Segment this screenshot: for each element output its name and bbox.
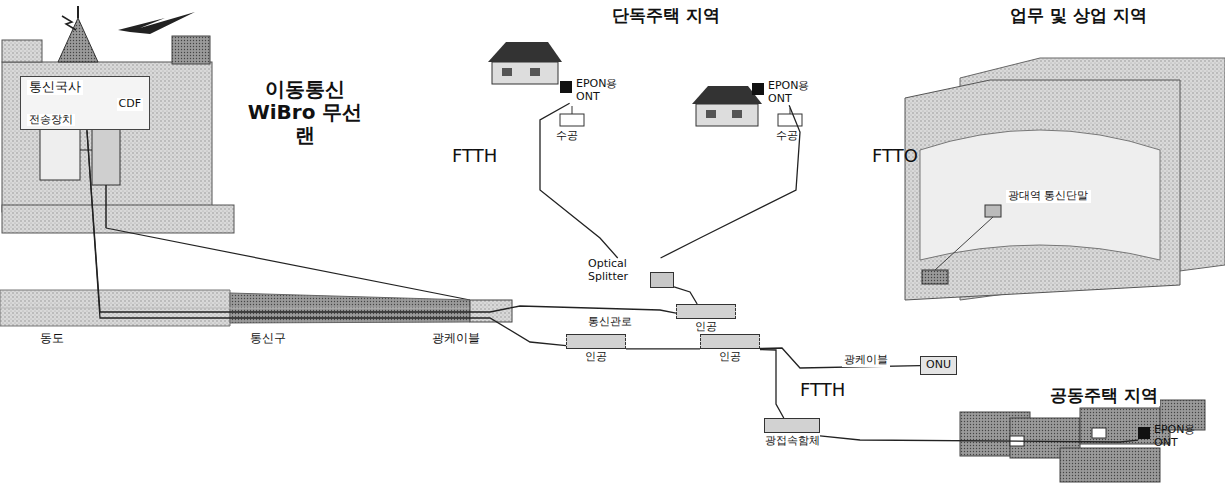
node-label: 인공 bbox=[585, 351, 607, 364]
optical-cable bbox=[626, 348, 700, 349]
office-text: 통신국사 bbox=[27, 80, 83, 95]
box-node: ONU bbox=[920, 356, 957, 375]
manhole-symbol bbox=[566, 334, 626, 349]
area-label: 이동통신 WiBro 무선랜 bbox=[240, 78, 370, 147]
node-label: Optical Splitter bbox=[588, 258, 646, 283]
optical-cable bbox=[87, 130, 566, 346]
area-label: 단독주택 지역 bbox=[612, 6, 720, 26]
split-node: Optical Splitter bbox=[588, 258, 674, 288]
optical-cable bbox=[760, 348, 920, 368]
detached-houses bbox=[488, 42, 802, 126]
closure-symbol bbox=[764, 418, 820, 433]
closure-node: 광접속함체 bbox=[764, 418, 820, 448]
area-label: 동도 bbox=[40, 332, 64, 346]
cable-label: 광케이블 bbox=[842, 352, 890, 367]
node-label: 인공 bbox=[695, 321, 717, 334]
manhole-node: 인공 bbox=[676, 304, 736, 334]
manhole-symbol bbox=[700, 334, 760, 349]
area-label: FTTO bbox=[872, 146, 918, 167]
area-label: 수공 bbox=[776, 130, 798, 143]
optical-cable bbox=[87, 130, 676, 313]
office-text: 전송장치 bbox=[27, 114, 75, 127]
area-label: 업무 및 상업 지역 bbox=[1010, 6, 1147, 26]
optical-cable bbox=[661, 105, 800, 258]
handhole bbox=[778, 114, 802, 126]
manhole-node: 인공 bbox=[700, 334, 760, 364]
area-label: 광대역 통신단말 bbox=[1006, 190, 1091, 203]
office-building bbox=[2, 6, 470, 300]
optical-cable bbox=[760, 350, 784, 418]
area-label: 공동주택 지역 bbox=[1048, 386, 1160, 406]
office-text: CDF bbox=[117, 98, 143, 111]
ont-node: EPON용 ONT bbox=[1138, 424, 1202, 449]
node-label: EPON용 ONT bbox=[768, 80, 816, 105]
optical-cable bbox=[540, 103, 618, 258]
area-label: FTTH bbox=[800, 380, 845, 401]
node-label: 광접속함체 bbox=[765, 435, 820, 448]
split-symbol bbox=[650, 272, 674, 288]
ont-symbol bbox=[752, 83, 764, 95]
node-label: 인공 bbox=[719, 351, 741, 364]
area-label: 통신구 bbox=[250, 332, 286, 346]
handhole bbox=[560, 114, 584, 126]
office-panel: 통신국사 CDF 전송장치 bbox=[20, 76, 150, 130]
ont-symbol bbox=[560, 81, 572, 93]
ont-node: EPON용 ONT bbox=[752, 80, 816, 105]
ont-symbol bbox=[1138, 427, 1150, 439]
node-label: EPON용 ONT bbox=[1154, 424, 1202, 449]
duct-band bbox=[0, 290, 512, 326]
optical-cable bbox=[820, 436, 1138, 442]
manhole-symbol bbox=[676, 304, 736, 319]
node-label: ONU bbox=[926, 359, 951, 372]
commercial-buildings bbox=[905, 58, 1225, 300]
area-label: 수공 bbox=[556, 130, 578, 143]
manhole-node: 인공 bbox=[566, 334, 626, 364]
area-label: 광케이블 bbox=[432, 332, 480, 346]
node-label: EPON용 ONT bbox=[576, 78, 624, 103]
ont-node: EPON용 ONT bbox=[560, 78, 624, 103]
optical-cable bbox=[674, 287, 697, 304]
area-label: 통신관로 bbox=[586, 316, 634, 329]
area-label: FTTH bbox=[452, 146, 497, 167]
